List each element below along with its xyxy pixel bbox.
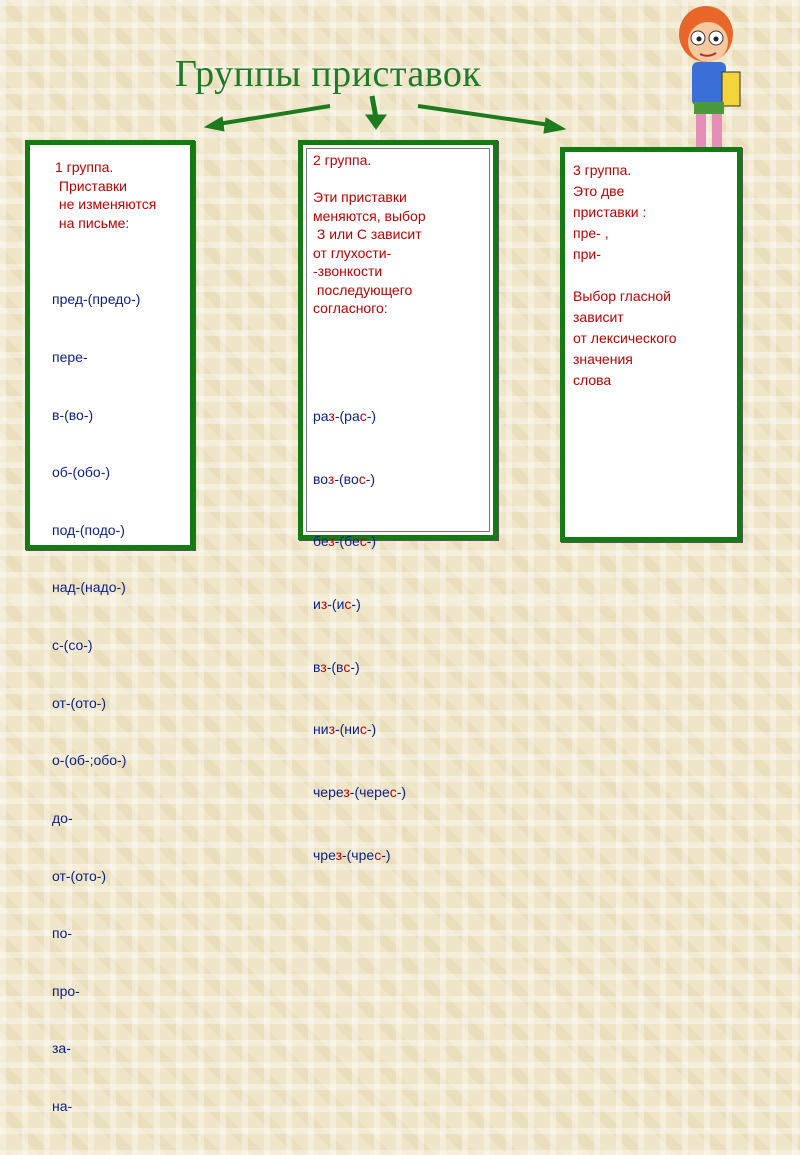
list-item: чрез-(чрес-) bbox=[313, 846, 391, 863]
list-item: над-(надо-) bbox=[52, 579, 126, 596]
group3-body: Выбор гласной зависит от лексического зн… bbox=[573, 288, 677, 388]
group1-prefix-list: пред-(предо-) пере- в-(во-) об-(обо-) по… bbox=[52, 252, 140, 1155]
group3-heading: 3 группа. Это две приставки : пре- , при… bbox=[573, 162, 647, 262]
page-title: Группы приставок bbox=[175, 53, 482, 95]
group2-prefix-list: раз-(рас-) воз-(вос-) без-(бес-) из-(ис-… bbox=[313, 364, 406, 908]
list-item: через-(черес-) bbox=[313, 784, 407, 801]
list-item: пере- bbox=[52, 349, 88, 366]
list-item: под-(подо-) bbox=[52, 521, 125, 538]
list-item: без-(бес-) bbox=[313, 533, 377, 550]
list-item: вз-(вс-) bbox=[313, 658, 360, 675]
group1-card: 1 группа. Приставки не изменяются на пис… bbox=[25, 140, 195, 1114]
list-item: раз-(рас-) bbox=[313, 407, 377, 424]
list-item: про- bbox=[52, 982, 80, 999]
arrow-left-line bbox=[217, 104, 331, 126]
list-item: на- bbox=[52, 1097, 73, 1114]
list-item: за- bbox=[52, 1040, 71, 1057]
cartoon-boy-illustration bbox=[679, 6, 741, 159]
list-item: низ-(нис-) bbox=[313, 721, 377, 738]
arrow-right-head bbox=[543, 117, 567, 134]
list-item: о-(об-;обо-) bbox=[52, 752, 127, 769]
list-item: с-(со-) bbox=[52, 637, 93, 654]
group2-card: 2 группа. Эти приставки меняются, выбор … bbox=[298, 140, 498, 863]
list-item: по- bbox=[52, 925, 73, 942]
group2-heading: 2 группа. Эти приставки меняются, выбор … bbox=[313, 152, 426, 316]
arrow-center-stem bbox=[369, 95, 379, 119]
list-item: в-(во-) bbox=[52, 406, 94, 423]
list-item: из-(ис-) bbox=[313, 595, 361, 612]
arrow-right-line bbox=[417, 104, 551, 127]
list-item: от-(ото-) bbox=[52, 867, 107, 884]
list-item: пред-(предо-) bbox=[52, 291, 141, 308]
group3-card: 3 группа. Это две приставки : пре- , при… bbox=[560, 147, 742, 542]
arrow-left-head bbox=[203, 116, 225, 132]
list-item: от-(ото-) bbox=[52, 694, 107, 711]
list-item: воз-(вос-) bbox=[313, 470, 376, 487]
list-item: об-(обо-) bbox=[52, 464, 111, 481]
arrow-center-head bbox=[365, 114, 387, 130]
group1-heading: 1 группа. Приставки не изменяются на пис… bbox=[55, 159, 157, 231]
list-item: до- bbox=[52, 809, 73, 826]
